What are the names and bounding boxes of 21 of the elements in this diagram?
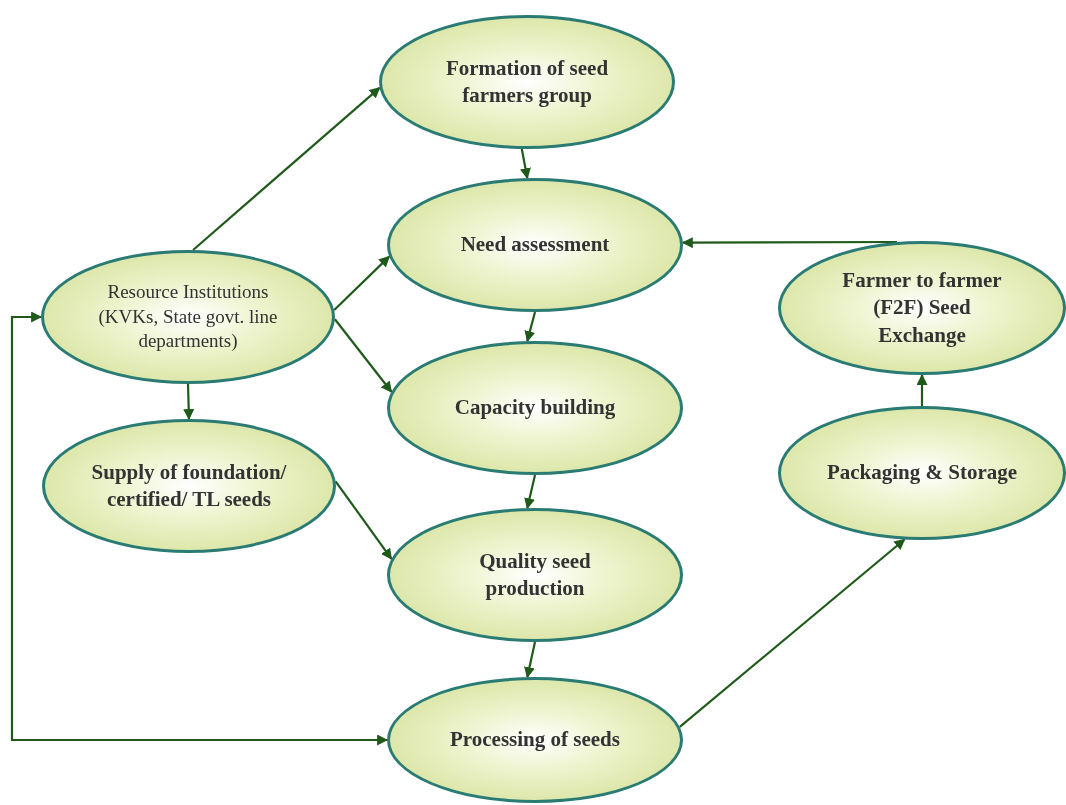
arrow [916, 373, 928, 406]
arrow [520, 148, 531, 180]
arrow [679, 538, 906, 728]
arrow [334, 318, 393, 393]
arrow [183, 383, 195, 421]
arrow [333, 255, 390, 311]
node-label: Supply of foundation/ certified/ TL seeds [90, 458, 288, 513]
node-label: Packaging & Storage [826, 459, 1018, 487]
arrow [10, 311, 389, 746]
node-label: Processing of seeds [450, 726, 620, 754]
arrow [334, 480, 393, 560]
node-label: Capacity building [454, 394, 616, 422]
node-label: Quality seed production [478, 547, 592, 602]
arrow [524, 311, 537, 343]
node-label: Formation of seed farmers group [444, 54, 610, 109]
arrow [192, 86, 381, 251]
node-label: Resource Institutions (KVKs, State govt. line departments) [97, 279, 279, 354]
arrow [524, 474, 537, 510]
node-label: Farmer to farmer (F2F) Seed Exchange [841, 267, 1003, 349]
arrow [524, 641, 537, 679]
node-label: Need assessment [460, 231, 610, 259]
